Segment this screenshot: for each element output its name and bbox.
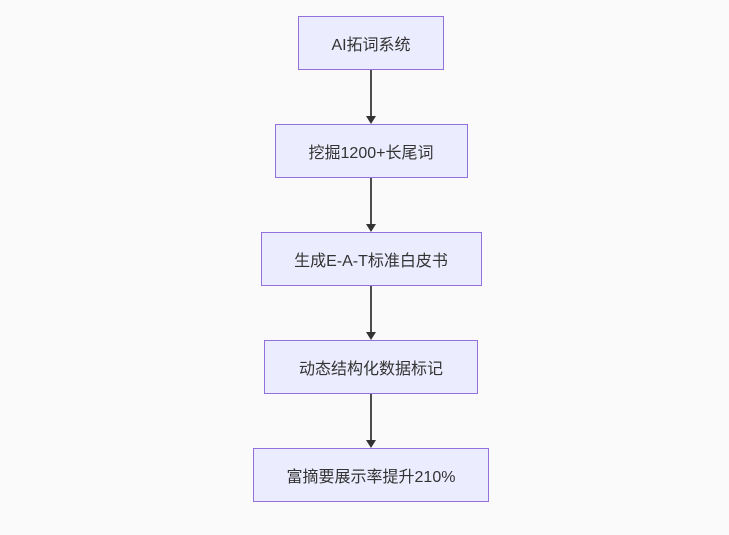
edge-arrow-4 <box>365 394 377 448</box>
arrow-head-icon <box>366 224 376 232</box>
node-label: 动态结构化数据标记 <box>298 361 443 378</box>
flow-node-rich-snippet-rate-result: 富摘要展示率提升210% <box>253 448 489 502</box>
flow-node-eat-whitepaper-generation: 生成E-A-T标准白皮书 <box>260 232 482 286</box>
flow-node-dynamic-structured-data-markup: 动态结构化数据标记 <box>264 340 478 394</box>
arrow-head-icon <box>366 440 376 448</box>
flow-node-longtail-keyword-mining: 挖掘1200+长尾词 <box>274 124 468 178</box>
arrow-line <box>370 394 372 440</box>
node-label: 挖掘1200+长尾词 <box>308 145 434 162</box>
node-label: 富摘要展示率提升210% <box>286 469 456 486</box>
arrow-head-icon <box>366 116 376 124</box>
node-label: AI拓词系统 <box>331 37 411 54</box>
edge-arrow-2 <box>365 178 377 232</box>
node-label: 生成E-A-T标准白皮书 <box>294 253 448 270</box>
arrow-line <box>370 178 372 224</box>
arrow-head-icon <box>366 332 376 340</box>
arrow-line <box>370 286 372 332</box>
flowchart: AI拓词系统 挖掘1200+长尾词 生成E-A-T标准白皮书 动态结构化数据标记 <box>253 16 489 502</box>
flow-node-ai-word-expansion-system: AI拓词系统 <box>298 16 444 70</box>
arrow-line <box>370 70 372 116</box>
edge-arrow-3 <box>365 286 377 340</box>
edge-arrow-1 <box>365 70 377 124</box>
